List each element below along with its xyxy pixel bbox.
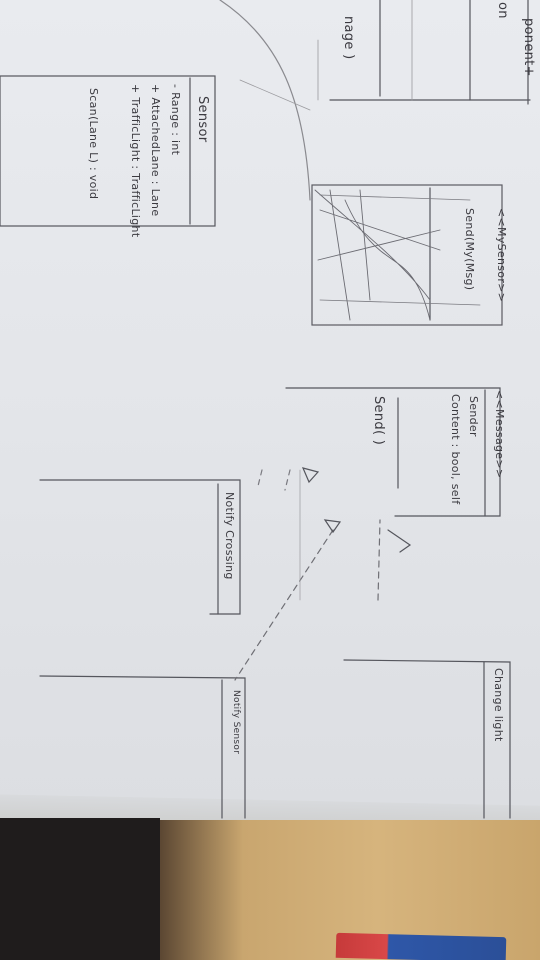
mysensor-stereotype: <<MySensor>> xyxy=(495,208,508,303)
sketch-curve xyxy=(219,0,311,201)
mysensor-class-box xyxy=(311,184,503,326)
component-fragment: on xyxy=(495,2,510,19)
paper-sheet xyxy=(0,0,540,820)
dependency-arrow-1 xyxy=(323,519,342,534)
dark-background xyxy=(0,818,160,960)
change-light-name: Change light xyxy=(492,668,505,742)
component-box xyxy=(329,0,531,105)
mysensor-operation: Send(My(Msg) xyxy=(463,208,476,291)
sensor-attr-lane: + AttachedLane : Lane xyxy=(149,84,162,217)
sensor-attr-light: + TrafficLight : TrafficLight xyxy=(129,84,142,238)
notify-sensor-box xyxy=(39,675,246,819)
message-stereotype: <<Message>> xyxy=(493,390,506,479)
sketch-curve-2 xyxy=(239,79,311,111)
pencil-sketch xyxy=(0,0,531,819)
scribble-2 xyxy=(319,194,481,306)
dependency-line-1 xyxy=(234,529,334,681)
notify-crossing-box xyxy=(39,479,241,615)
dependency-arrow-2 xyxy=(301,467,320,484)
dependency-arrow-3 xyxy=(387,529,412,553)
message-class-box xyxy=(285,387,501,517)
scribble-1 xyxy=(314,189,441,321)
sensor-class-name: Sensor xyxy=(195,96,210,143)
sensor-method-scan: Scan(Lane L) : void xyxy=(87,88,100,200)
sensor-class-box xyxy=(0,75,216,227)
component-name: ponent+ xyxy=(521,18,536,77)
edge-note: nage ) xyxy=(341,16,356,60)
message-op-send: Send( ) xyxy=(371,396,386,446)
bracket-lines xyxy=(317,0,413,101)
notify-sensor-name: Notify Sensor xyxy=(231,690,241,755)
notify-crossing-name: Notify Crossing xyxy=(223,492,236,580)
message-attr-content: Content : bool, self xyxy=(449,394,462,505)
change-light-box xyxy=(343,659,511,819)
dependency-line-3 xyxy=(257,469,291,491)
sensor-attr-range: - Range : int xyxy=(169,84,182,156)
notebook xyxy=(335,932,507,960)
dependency-line-2 xyxy=(377,519,381,601)
message-attr-sender: Sender xyxy=(467,396,480,437)
